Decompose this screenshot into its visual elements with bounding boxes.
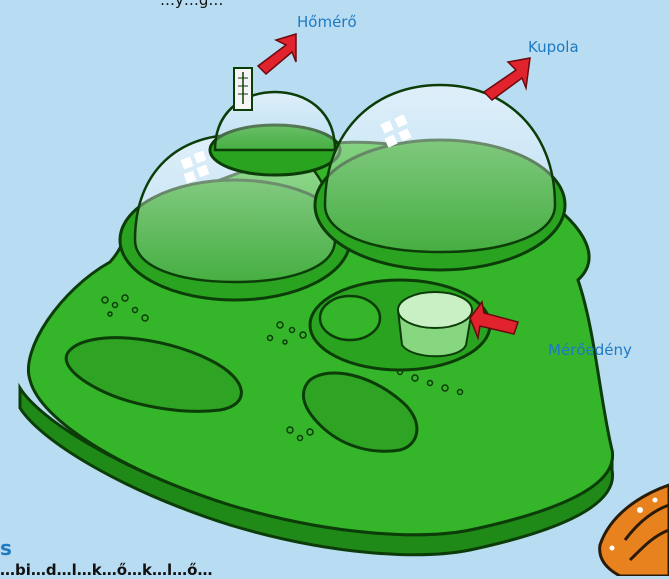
thermometer-icon: [234, 68, 252, 110]
measuring-cup-label: Mérőedény: [548, 341, 632, 359]
arrow-thermometer-icon: [258, 34, 296, 74]
section-heading: s: [0, 536, 12, 560]
cup-holder-hole: [320, 296, 380, 340]
right-dome: [325, 85, 555, 252]
arrow-dome-icon: [484, 58, 530, 100]
section-body-text: …bi…d…l…k…ő…k…l…ő…: [0, 561, 212, 579]
thermometer-label: Hőmérő: [297, 13, 357, 31]
measuring-cup-icon: [398, 292, 472, 356]
butterfly-icon: [600, 485, 669, 576]
cut-off-top-text: …y…g…: [160, 0, 223, 9]
dome-label: Kupola: [528, 38, 579, 56]
